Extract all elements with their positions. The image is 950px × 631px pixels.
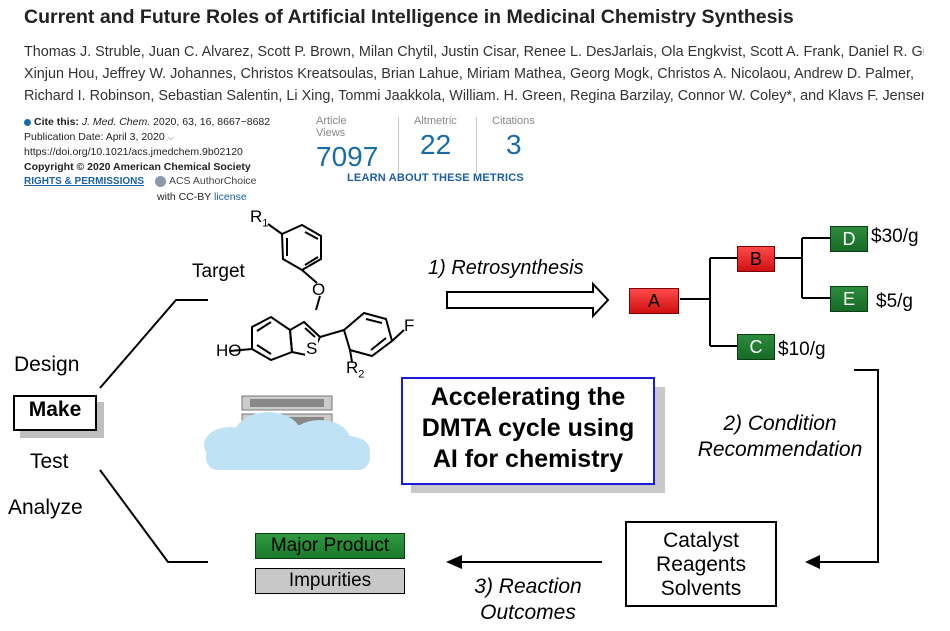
r2-bond <box>349 349 353 363</box>
chevron-down-icon: ⌵ <box>167 132 174 142</box>
o-bond-top <box>301 269 318 284</box>
journal-name: J. Med. Chem. <box>81 116 151 128</box>
condition-reagents: Reagents <box>656 553 746 576</box>
center-line-1: Accelerating the <box>430 383 626 411</box>
make-box <box>13 395 97 431</box>
node-b: B <box>737 246 775 272</box>
arrow-to-conditions <box>815 369 879 563</box>
r1-bond <box>267 223 283 235</box>
thiophene-ring <box>288 320 322 358</box>
metric-views[interactable]: Article Views 7097 <box>316 115 379 172</box>
price-e: $5/g <box>876 291 913 312</box>
arrowhead-outcomes <box>446 555 462 569</box>
mol-fluorine: F <box>404 316 415 335</box>
condition-solvents: Solvents <box>660 577 742 600</box>
metric-altmetric[interactable]: Altmetric 22 <box>414 115 457 160</box>
retrosynthesis-arrow <box>446 281 610 319</box>
cycle-design: Design <box>14 353 80 376</box>
molecule-structure <box>229 223 405 363</box>
authors-line-3: Richard I. Robinson, Sebastian Salentin,… <box>24 88 924 104</box>
article-title: Current and Future Roles of Artificial I… <box>24 6 794 28</box>
citation-text: 2020, 63, 16, 8667−8682 <box>150 116 271 128</box>
node-c: C <box>737 334 775 360</box>
step-reaction-outcomes: 3) Reaction Outcomes <box>474 575 582 624</box>
license-link[interactable]: license <box>214 190 247 203</box>
mol-r1: R1 <box>250 207 269 230</box>
benzo-ring <box>251 315 294 362</box>
node-e: E <box>830 286 868 312</box>
citation-meta: Cite this: J. Med. Chem. 2020, 63, 16, 8… <box>24 115 270 204</box>
mol-r2: R2 <box>346 358 365 381</box>
node-d: D <box>830 226 868 252</box>
arrowhead-conditions <box>805 555 820 569</box>
center-box <box>401 377 655 485</box>
retro-tree <box>680 237 830 347</box>
mol-sulfur: S <box>305 339 319 359</box>
center-line-2: DMTA cycle using <box>421 414 635 442</box>
bracket-lower <box>99 469 208 563</box>
cycle-analyze: Analyze <box>8 496 83 519</box>
o-bond-bottom <box>315 295 321 311</box>
cite-line[interactable]: Cite this: J. Med. Chem. 2020, 63, 16, 8… <box>24 115 270 130</box>
rights-permissions-link[interactable]: RIGHTS & PERMISSIONS <box>24 176 145 187</box>
outcome-impurities: Impurities <box>255 568 405 594</box>
outcome-major-product: Major Product <box>255 533 405 559</box>
target-label: Target <box>192 261 245 282</box>
ccby-label: with CC-BY <box>157 190 212 203</box>
publication-date[interactable]: Publication Date: April 3, 2020 ⌵ <box>24 130 174 143</box>
condition-catalyst: Catalyst <box>663 529 739 552</box>
cycle-make: Make <box>28 398 82 421</box>
price-c: $10/g <box>778 339 826 360</box>
price-d: $30/g <box>871 226 919 247</box>
center-message: Accelerating the DMTA cycle using AI for… <box>402 382 654 475</box>
doi-link[interactable]: https://doi.org/10.1021/acs.jmedchem.9b0… <box>24 146 243 158</box>
step-retrosynthesis: 1) Retrosynthesis <box>428 257 584 279</box>
node-a: A <box>629 288 679 314</box>
f-bond <box>391 329 405 342</box>
copyright: Copyright © 2020 American Chemical Socie… <box>24 160 251 173</box>
conditions-box <box>625 521 777 607</box>
mol-oxygen: O <box>312 280 326 299</box>
open-access-icon <box>154 175 166 187</box>
mol-hydroxyl: HO <box>216 341 242 360</box>
cite-label: Cite this: <box>34 116 79 128</box>
cloud-icon <box>204 412 370 470</box>
learn-metrics-link[interactable]: LEARN ABOUT THESE METRICS <box>347 172 524 184</box>
authors-line-1: Thomas J. Struble, Juan C. Alvarez, Scot… <box>24 44 924 60</box>
bracket-upper <box>99 299 208 389</box>
authors-line-2: Xinjun Hou, Jeffrey W. Johannes, Christo… <box>24 66 914 82</box>
metric-citations[interactable]: Citations 3 <box>492 115 535 160</box>
author-list: Thomas J. Struble, Juan C. Alvarez, Scot… <box>24 41 924 107</box>
cite-icon <box>24 118 31 126</box>
cycle-test: Test <box>30 450 69 473</box>
top-ring <box>280 223 322 272</box>
center-line-3: AI for chemistry <box>432 445 624 473</box>
ho-bond <box>229 348 253 352</box>
conditions-list: Catalyst Reagents Solvents <box>626 529 776 601</box>
step-condition-recommendation: 2) Condition Recommendation <box>697 412 863 461</box>
acs-authorchoice: ACS AuthorChoice <box>168 175 257 187</box>
